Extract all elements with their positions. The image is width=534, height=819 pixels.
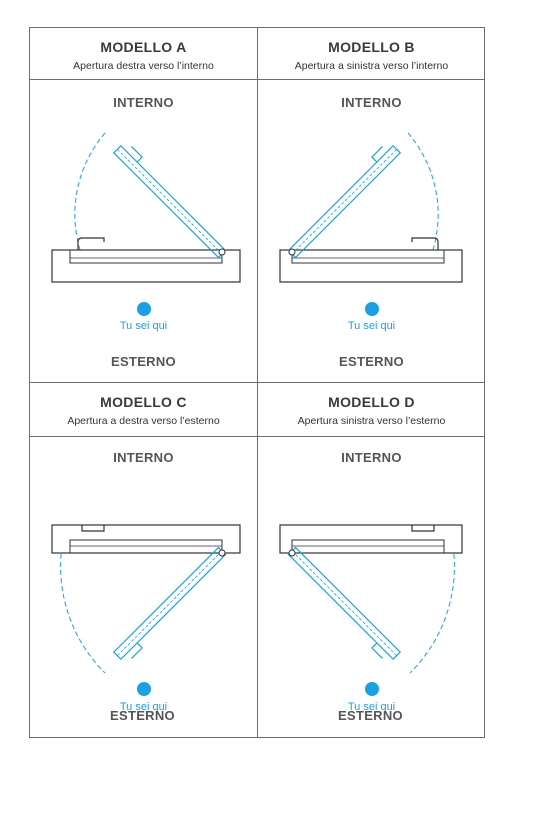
model-title: MODELLO A [100,39,187,55]
you-are-here-dot [365,682,379,696]
models-grid: MODELLO A Apertura destra verso l’intern… [29,27,485,738]
interior-label: INTERNO [113,95,174,110]
door-plan-diagram [51,132,241,283]
row-divider [30,436,484,437]
you-are-here-label: Tu sei qui [347,701,396,713]
you-are-here-dot [137,682,151,696]
you-are-here-label: Tu sei qui [347,320,396,332]
model-subtitle: Apertura a sinistra verso l’interno [294,60,449,72]
row-divider [30,382,484,383]
row-divider [30,79,484,80]
you-are-here-label: Tu sei qui [119,701,168,713]
door-plan-diagram [279,132,463,283]
model-b-cell: MODELLO B Apertura a sinistra verso l’in… [258,28,485,383]
model-title: MODELLO B [328,39,415,55]
model-subtitle: Apertura a destra verso l’esterno [67,415,220,427]
interior-label: INTERNO [341,95,402,110]
model-a-cell: MODELLO A Apertura destra verso l’intern… [30,28,257,383]
exterior-label: ESTERNO [338,708,403,723]
model-subtitle: Apertura destra verso l’interno [73,60,214,72]
you-are-here-dot [365,302,379,316]
interior-label: INTERNO [341,450,402,465]
model-d-cell: MODELLO D Apertura sinistra verso l’este… [258,383,485,738]
model-subtitle: Apertura sinistra verso l’esterno [297,415,446,427]
exterior-label: ESTERNO [111,354,176,369]
interior-label: INTERNO [113,450,174,465]
model-c-cell: MODELLO C Apertura a destra verso l’este… [30,383,257,738]
exterior-label: ESTERNO [339,354,404,369]
exterior-label: ESTERNO [110,708,175,723]
you-are-here-label: Tu sei qui [119,320,168,332]
door-plan-diagram [51,524,241,674]
model-title: MODELLO D [328,394,415,410]
model-title: MODELLO C [100,394,187,410]
door-plan-diagram [279,524,463,674]
you-are-here-dot [137,302,151,316]
